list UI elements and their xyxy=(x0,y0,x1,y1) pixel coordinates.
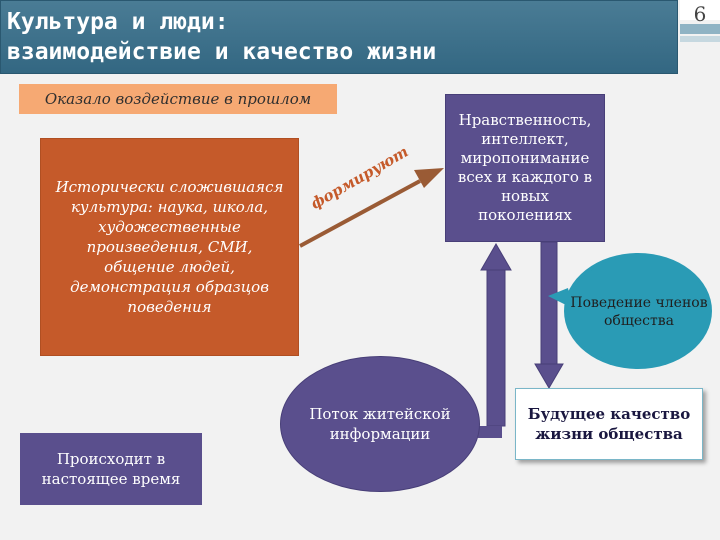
present-box: Происходит в настоящее время xyxy=(20,433,202,505)
title-bar: Культура и люди: взаимодействие и качест… xyxy=(0,0,678,74)
slide-title-line2: взаимодействие и качество жизни xyxy=(7,39,437,65)
morality-box: Нравственность, интеллект, миропонимание… xyxy=(445,94,605,242)
behavior-callout-text: Поведение членов общества xyxy=(570,295,708,329)
culture-box-text: Исторически сложившаяся культура: наука,… xyxy=(55,178,284,316)
present-box-text: Происходит в настоящее время xyxy=(41,450,181,488)
past-label: Оказало воздействие в прошлом xyxy=(19,84,337,114)
flow-ellipse-text: Поток житейской информации xyxy=(309,405,451,443)
future-box: Будущее качество жизни общества xyxy=(515,388,703,460)
form-arrow xyxy=(299,168,444,248)
decor-strip xyxy=(680,36,720,42)
slide-title-line1: Культура и люди: xyxy=(7,9,229,35)
behavior-callout: Поведение членов общества xyxy=(570,262,708,362)
up-arrow xyxy=(478,242,512,438)
future-box-text: Будущее качество жизни общества xyxy=(527,405,691,443)
morality-box-text: Нравственность, интеллект, миропонимание… xyxy=(457,111,593,224)
page-number: 6 xyxy=(680,0,720,26)
decor-strip xyxy=(680,24,720,34)
behavior-bubble xyxy=(548,253,712,369)
flow-ellipse: Поток житейской информации xyxy=(280,356,480,492)
down-arrow xyxy=(534,241,564,389)
culture-box: Исторически сложившаяся культура: наука,… xyxy=(40,138,299,356)
